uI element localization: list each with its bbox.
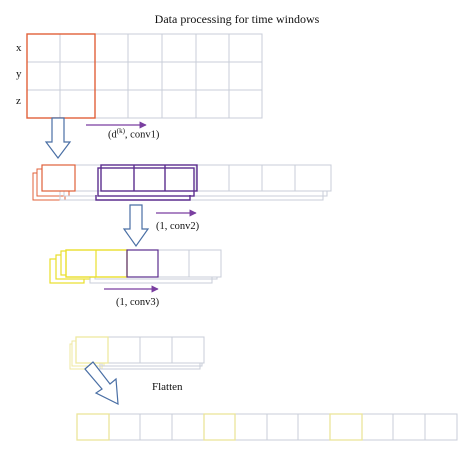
conv2-label: (1, conv2) [156, 221, 200, 232]
conv1-label-rest: , conv1) [124, 129, 160, 141]
layer1-stack [32, 164, 332, 201]
flattened-vector [76, 413, 458, 441]
conv1-label-base: d [111, 129, 117, 141]
conv1-label-superscript: (k) [116, 127, 125, 135]
axis-label-z: z [16, 95, 21, 107]
conv2-kernel-window [95, 164, 198, 201]
layer3-stack [69, 336, 205, 370]
conv3-label: (1, conv3) [116, 297, 160, 308]
layer2-stack [49, 249, 222, 284]
conv1-kernel-window [26, 33, 96, 119]
conv1-label: (d(k), conv1) [108, 127, 160, 141]
axis-label-y: y [16, 68, 22, 80]
diagram-title: Data processing for time windows [154, 12, 320, 26]
diagonal-arrow [84, 361, 119, 406]
down-arrow-1 [44, 117, 72, 159]
axis-label-x: x [16, 42, 22, 54]
flatten-label: Flatten [152, 381, 183, 393]
down-arrow-2 [122, 204, 150, 248]
input-grid [26, 33, 263, 119]
